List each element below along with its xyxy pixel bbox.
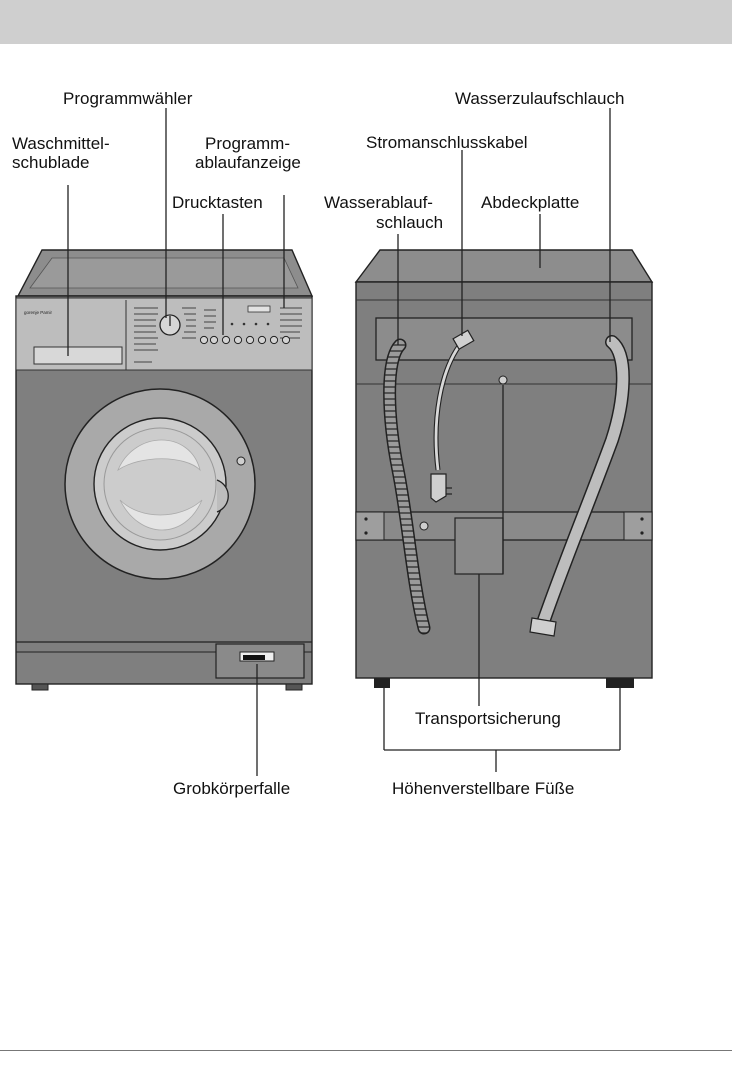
label-programmwaehler: Programmwähler [63, 89, 193, 108]
label-wasserablaufschlauch-line2: schlauch [376, 213, 443, 232]
push-buttons [199, 335, 291, 345]
label-grobkoerperfalle: Grobkörperfalle [173, 779, 290, 798]
back-top-cover [354, 249, 654, 283]
label-drucktasten: Drucktasten [172, 193, 263, 212]
programme-indicator-display [247, 305, 271, 313]
back-foot-left [374, 678, 390, 688]
transport-lock-plate [454, 517, 504, 575]
label-waschmittelschublade-line2: schublade [12, 153, 90, 172]
power-plug [430, 473, 447, 503]
door-lock-indicator [236, 456, 246, 466]
label-hoehenverstellbare-fuesse: Höhenverstellbare Füße [392, 779, 574, 798]
detergent-drawer [33, 346, 123, 365]
front-foot-right [285, 683, 303, 691]
back-view [354, 249, 654, 688]
label-wasserablaufschlauch-line1: Wasserablauf- [324, 193, 433, 212]
front-view: gorenje Pamir [15, 249, 314, 691]
labels: Programmwähler Wasserzulaufschlauch Wasc… [12, 89, 624, 798]
label-transportsicherung: Transportsicherung [415, 709, 561, 728]
rear-panel-recess [375, 317, 633, 361]
label-programmablaufanzeige-line1: Programm- [205, 134, 290, 153]
label-stromanschlusskabel: Stromanschlusskabel [366, 133, 528, 152]
front-foot-left [31, 683, 49, 691]
label-waschmittelschublade-line1: Waschmittel- [12, 134, 110, 153]
label-abdeckplatte: Abdeckplatte [481, 193, 579, 212]
label-programmablaufanzeige-line2: ablaufanzeige [195, 153, 301, 172]
back-foot-right [606, 678, 634, 688]
door-glass [93, 417, 227, 551]
inlet-hose-nut [529, 617, 557, 637]
label-wasserzulaufschlauch: Wasserzulaufschlauch [455, 89, 624, 108]
brand-logo: gorenje Pamir [24, 310, 53, 315]
footer-rule [0, 1050, 732, 1051]
leader-lines [67, 108, 621, 776]
header-bar [0, 0, 732, 44]
